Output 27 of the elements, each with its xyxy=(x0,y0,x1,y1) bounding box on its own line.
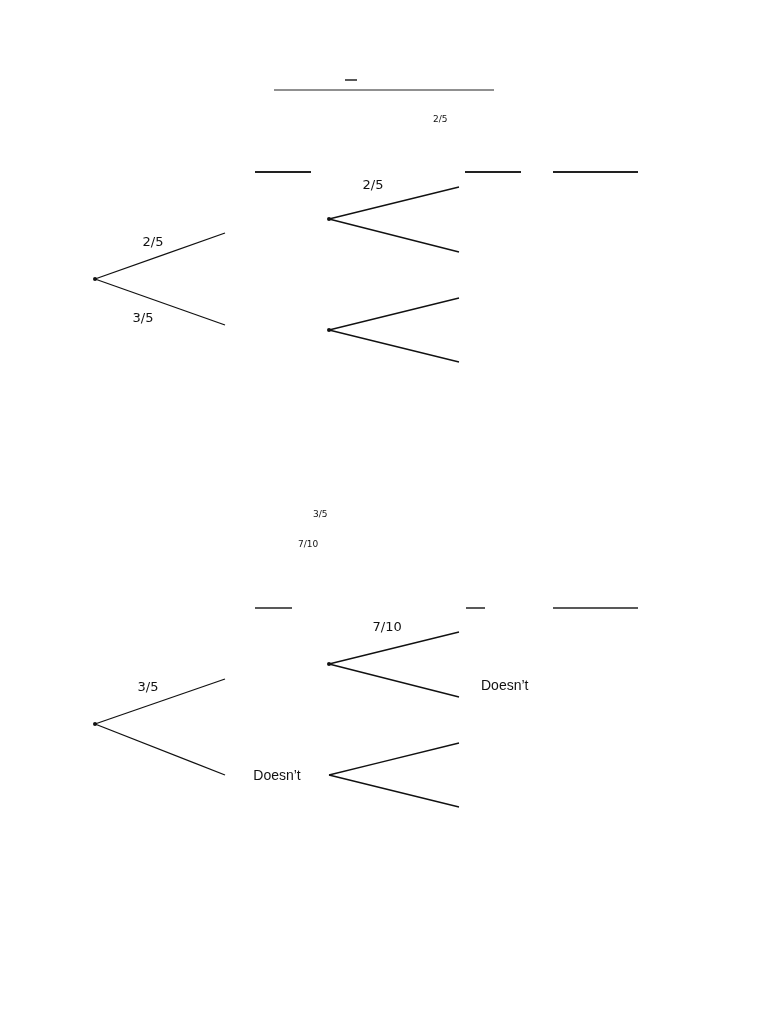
branch-line xyxy=(328,774,460,808)
branch-point xyxy=(93,722,97,726)
branch-line xyxy=(328,218,460,253)
branch-line xyxy=(94,278,226,326)
branch-line xyxy=(94,723,226,776)
probability-label: 7/10 xyxy=(372,620,402,635)
fraction-label: 7/10 xyxy=(298,540,319,550)
probability-label: 2/5 xyxy=(362,178,384,193)
probability-label: 3/5 xyxy=(137,680,159,695)
branch-point xyxy=(327,662,331,666)
branch-line xyxy=(328,186,460,220)
branch-line xyxy=(328,663,460,698)
probability-label: 2/5 xyxy=(142,235,164,250)
branch-line xyxy=(328,297,460,331)
branch-point xyxy=(327,217,331,221)
branch-point xyxy=(327,328,331,332)
branch-line xyxy=(328,631,460,665)
fraction-label: 2/5 xyxy=(433,115,448,125)
branch-line xyxy=(328,329,460,363)
branch-point xyxy=(93,277,97,281)
branch-line xyxy=(94,232,226,280)
branch-line xyxy=(94,678,226,725)
fraction-label: 3/5 xyxy=(313,510,328,520)
outcome-label: Doesn’t xyxy=(253,767,301,783)
probability-label: 3/5 xyxy=(132,311,154,326)
branch-line xyxy=(328,742,460,776)
outcome-label: Doesn’t xyxy=(481,677,529,693)
